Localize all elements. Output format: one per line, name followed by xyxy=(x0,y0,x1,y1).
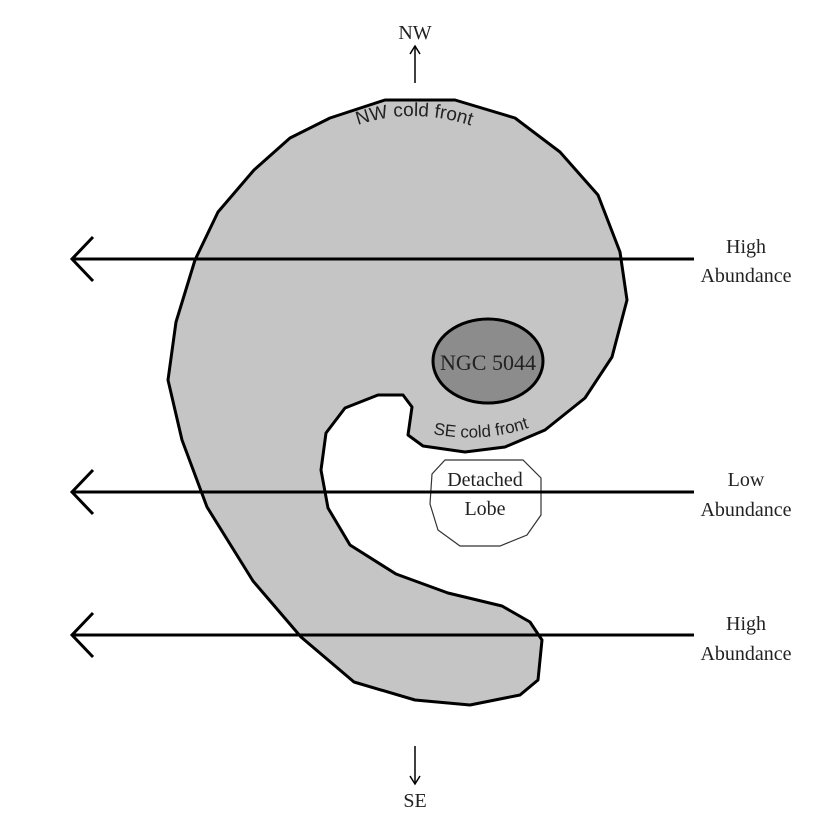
abundance-label-1-line1: High xyxy=(726,236,766,258)
arrowhead-left-icon xyxy=(69,611,95,659)
orientation-se-label: SE xyxy=(403,790,426,812)
north-arrow-icon xyxy=(409,44,421,83)
galaxy-ngc5044-ellipse xyxy=(431,317,545,405)
abundance-label-3-line2: Abundance xyxy=(700,643,791,665)
south-arrow-icon xyxy=(409,746,421,786)
orientation-nw-label: NW xyxy=(398,22,431,44)
abundance-label-2-line1: Low xyxy=(728,469,765,491)
galaxy-ngc5044-label: NGC 5044 xyxy=(440,350,536,375)
detached-lobe-label-line2: Lobe xyxy=(464,498,505,520)
detached-lobe-outline xyxy=(429,459,542,547)
abundance-arrow-2 xyxy=(69,468,694,516)
abundance-arrow-1 xyxy=(69,235,694,283)
abundance-label-3-line1: High xyxy=(726,613,766,635)
abundance-label-1-line2: Abundance xyxy=(700,265,791,287)
arrowhead-left-icon xyxy=(69,235,95,283)
abundance-arrow-3 xyxy=(69,611,694,659)
abundance-label-2-line2: Abundance xyxy=(700,499,791,521)
arrowhead-left-icon xyxy=(69,468,95,516)
gas-spiral-region xyxy=(166,98,629,707)
detached-lobe-label-line1: Detached xyxy=(447,469,523,491)
